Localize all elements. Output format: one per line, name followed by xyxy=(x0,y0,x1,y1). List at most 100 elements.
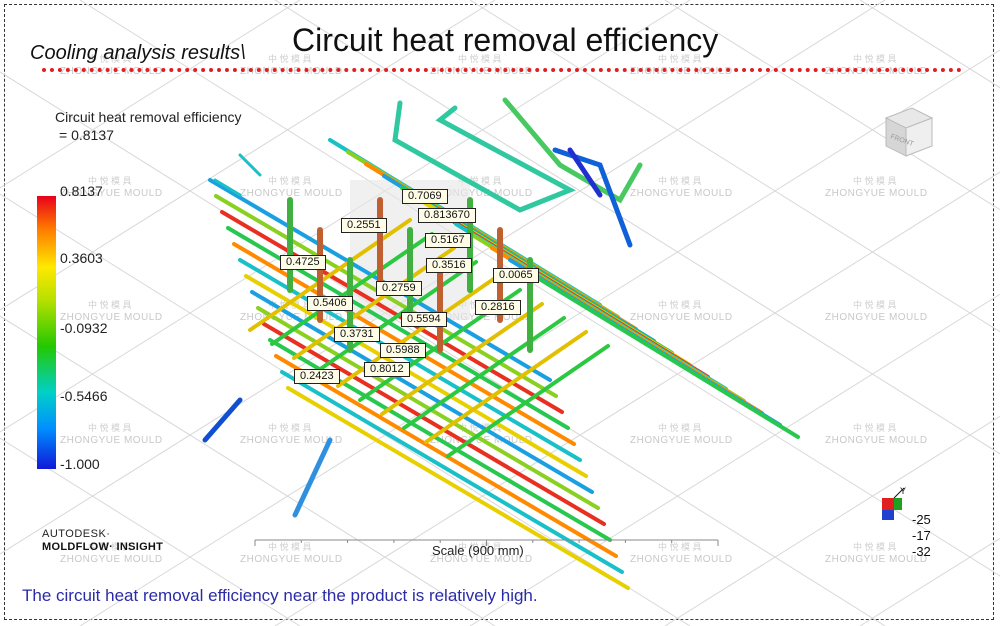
value-label: 0.2816 xyxy=(475,300,521,315)
scale-label: Scale (900 mm) xyxy=(432,543,524,558)
watermark-en: ZHONGYUE MOULD xyxy=(825,435,928,446)
cooling-pipe xyxy=(248,218,412,332)
legend-max: 0.8137 xyxy=(60,183,103,199)
angle-b: -17 xyxy=(912,528,931,543)
watermark-en: ZHONGYUE MOULD xyxy=(825,188,928,199)
watermark-en: ZHONGYUE MOULD xyxy=(240,312,343,323)
legend-tick-3: -0.5466 xyxy=(60,388,108,404)
value-label: 0.5988 xyxy=(380,343,426,358)
watermark-en: ZHONGYUE MOULD xyxy=(60,188,163,199)
cooling-pipe xyxy=(392,100,576,213)
cooling-pipe xyxy=(567,147,603,198)
axis-y-letter: Y xyxy=(900,486,906,496)
watermark-cn: 中 悦 模 具 xyxy=(268,176,312,186)
watermark-en: ZHONGYUE MOULD xyxy=(60,554,163,565)
cooling-pipe xyxy=(526,270,800,439)
result-value: = 0.8137 xyxy=(59,127,114,143)
value-label: 0.8012 xyxy=(364,362,410,377)
page-title: Circuit heat removal efficiency xyxy=(292,22,719,58)
view-cube-icon[interactable]: FRONT xyxy=(878,104,938,160)
watermark-cn: 中 悦 模 具 xyxy=(658,54,702,64)
watermark-en: ZHONGYUE MOULD xyxy=(430,554,533,565)
watermark-cn: 中 悦 模 具 xyxy=(658,423,702,433)
watermark-cn: 中 悦 模 具 xyxy=(458,542,502,552)
cooling-pipe xyxy=(552,147,633,248)
cooling-pipe xyxy=(446,344,610,458)
watermark-en: ZHONGYUE MOULD xyxy=(60,435,163,446)
cooling-pipe xyxy=(238,153,262,177)
cooling-pipe xyxy=(314,260,478,374)
value-label: 0.3731 xyxy=(334,327,380,342)
result-label: Circuit heat removal efficiency = 0.8137 xyxy=(55,108,241,144)
value-label: 0.2759 xyxy=(376,281,422,296)
brand-moldflow: MOLDFLOW· INSIGHT xyxy=(42,541,164,553)
value-label: 0.5594 xyxy=(401,312,447,327)
watermark-cn: 中 悦 模 具 xyxy=(853,176,897,186)
watermark-cn: 中 悦 模 具 xyxy=(458,176,502,186)
cooling-pipe xyxy=(202,397,243,443)
value-label: 0.813670 xyxy=(418,208,476,223)
watermark-en: ZHONGYUE MOULD xyxy=(240,554,343,565)
legend-min: -1.000 xyxy=(60,456,100,472)
cooling-pipe xyxy=(256,306,600,510)
watermark-cn: 中 悦 模 具 xyxy=(268,423,312,433)
legend-tick-2: -0.0932 xyxy=(60,320,108,336)
watermark-cn: 中 悦 模 具 xyxy=(458,54,502,64)
angle-a: -25 xyxy=(912,512,931,527)
watermark-en: ZHONGYUE MOULD xyxy=(630,435,733,446)
cooling-pipe xyxy=(424,330,588,444)
watermark-cn: 中 悦 模 具 xyxy=(853,300,897,310)
watermark-cn: 中 悦 模 具 xyxy=(853,423,897,433)
cooling-pipe xyxy=(213,178,242,197)
watermark-cn: 中 悦 模 具 xyxy=(88,54,132,64)
view-angles: -25 -17 -32 xyxy=(912,512,931,560)
value-label: 0.3516 xyxy=(426,258,472,273)
watermark-cn: 中 悦 模 具 xyxy=(88,176,132,186)
cooling-pipe xyxy=(238,258,582,462)
watermark-cn: 中 悦 模 具 xyxy=(853,542,897,552)
watermark-en: ZHONGYUE MOULD xyxy=(60,312,163,323)
cooling-pipe xyxy=(292,437,333,518)
value-label: 0.7069 xyxy=(402,189,448,204)
cooling-pipe xyxy=(380,302,544,416)
result-name: Circuit heat removal efficiency xyxy=(55,109,242,125)
watermark-en: ZHONGYUE MOULD xyxy=(825,554,928,565)
slide-frame xyxy=(4,4,994,620)
watermark-en: ZHONGYUE MOULD xyxy=(630,188,733,199)
watermark-cn: 中 悦 模 具 xyxy=(658,542,702,552)
cooling-pipe xyxy=(244,274,588,478)
value-label: 0.5406 xyxy=(307,296,353,311)
watermark-cn: 中 悦 模 具 xyxy=(853,54,897,64)
watermark-cn: 中 悦 模 具 xyxy=(88,542,132,552)
cooling-pipe xyxy=(402,316,566,430)
watermark-cn: 中 悦 模 具 xyxy=(658,300,702,310)
cooling-pipe xyxy=(250,290,594,494)
title-underline xyxy=(42,68,962,72)
header-subtitle: Cooling analysis results\ xyxy=(30,42,246,64)
watermark-en: ZHONGYUE MOULD xyxy=(825,312,928,323)
watermark-en: ZHONGYUE MOULD xyxy=(240,188,343,199)
cooling-pipe xyxy=(286,386,630,590)
caption: The circuit heat removal efficiency near… xyxy=(22,586,538,605)
watermark-cn: 中 悦 模 具 xyxy=(268,54,312,64)
value-label: 0.2423 xyxy=(294,369,340,384)
watermark-en: ZHONGYUE MOULD xyxy=(240,435,343,446)
legend-tick-1: 0.3603 xyxy=(60,250,103,266)
watermark-cn: 中 悦 模 具 xyxy=(268,542,312,552)
watermark-cn: 中 悦 模 具 xyxy=(88,423,132,433)
cooling-pipe xyxy=(262,322,606,526)
cooling-pipe xyxy=(220,210,564,414)
value-label: 0.0065 xyxy=(493,268,539,283)
watermark-cn: 中 悦 模 具 xyxy=(658,176,702,186)
watermark-en: ZHONGYUE MOULD xyxy=(430,188,533,199)
cooling-pipe xyxy=(280,370,624,574)
value-label: 0.5167 xyxy=(425,233,471,248)
color-legend-bar xyxy=(37,196,56,469)
watermark-en: ZHONGYUE MOULD xyxy=(630,554,733,565)
watermark-cn: 中 悦 模 具 xyxy=(88,300,132,310)
watermark-en: ZHONGYUE MOULD xyxy=(630,312,733,323)
value-label: 0.4725 xyxy=(280,255,326,270)
value-label: 0.2551 xyxy=(341,218,387,233)
